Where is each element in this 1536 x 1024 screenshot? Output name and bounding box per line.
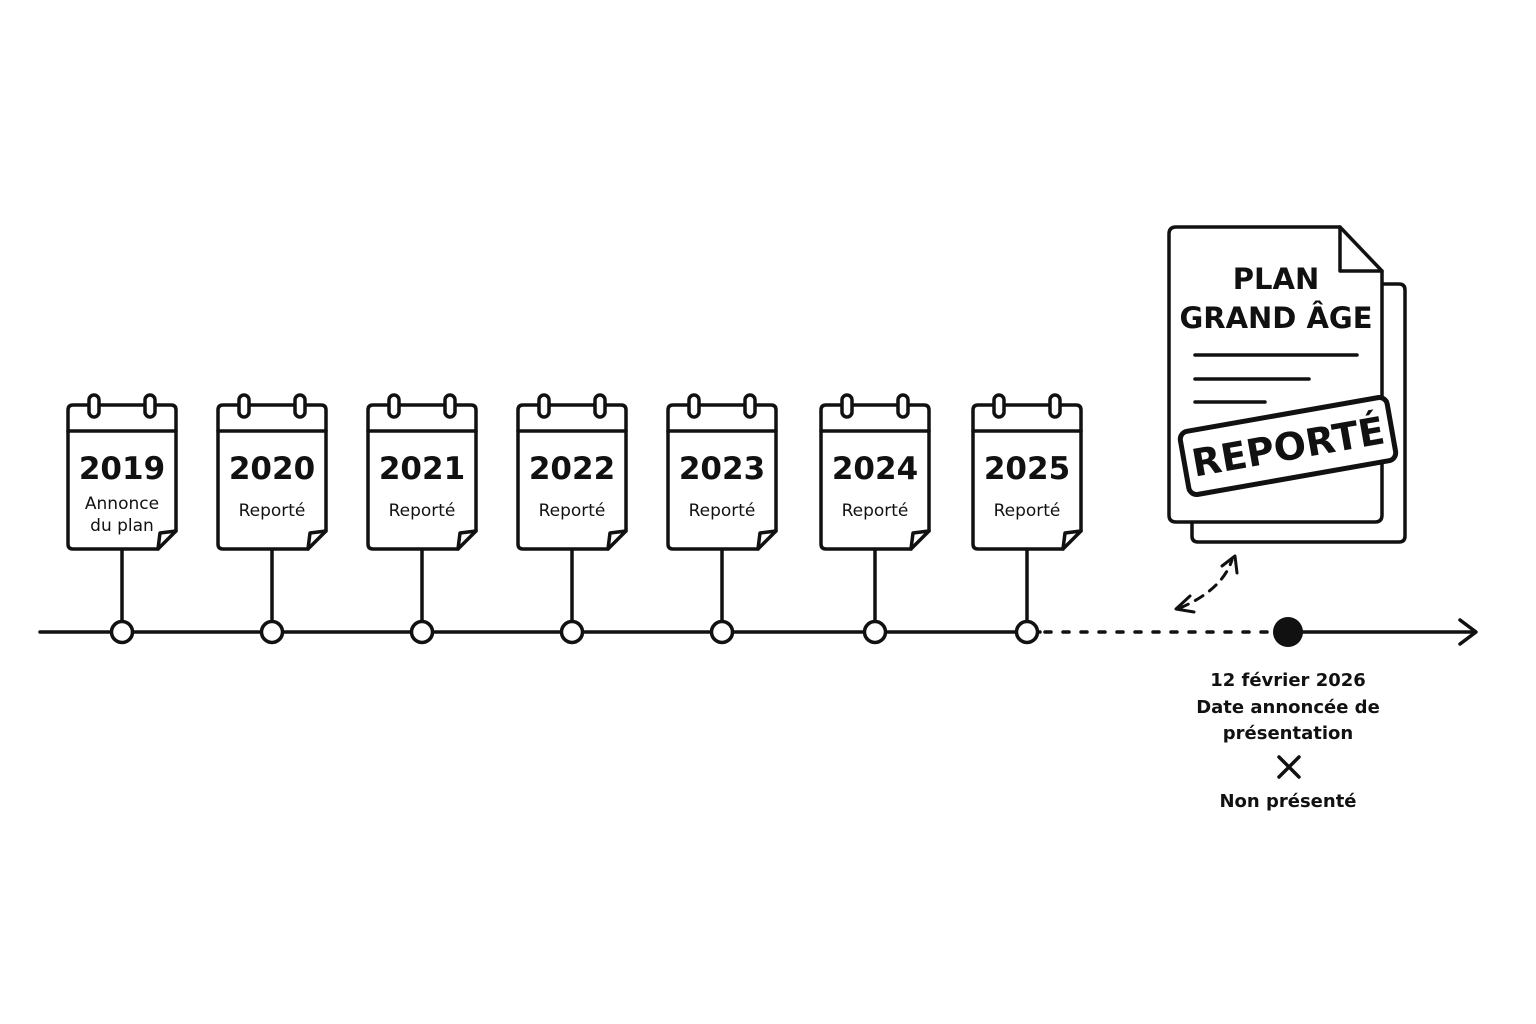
calendar-year: 2019 — [79, 451, 165, 487]
binder-ring-icon — [992, 393, 1006, 419]
timeline-node — [709, 619, 735, 645]
binder-ring-icon — [237, 393, 251, 419]
timeline-node — [409, 619, 435, 645]
calendar-status: Reporté — [842, 501, 909, 521]
calendar-status: du plan — [90, 516, 154, 536]
binder-ring-icon — [537, 393, 551, 419]
stamp-border — [1177, 395, 1399, 497]
page-curl-icon — [1061, 529, 1083, 551]
future-event-outcome: Non présenté — [1219, 791, 1356, 812]
binder-ring-icon — [593, 393, 607, 419]
calendar-year: 2022 — [529, 451, 615, 487]
calendar-icon — [66, 403, 178, 551]
binder-ring-icon — [293, 393, 307, 419]
calendar-icon — [366, 403, 478, 551]
cross-icon — [1277, 755, 1301, 779]
page-curl-icon — [306, 529, 328, 551]
timeline-node — [862, 619, 888, 645]
binder-ring-icon — [443, 393, 457, 419]
calendar-icon — [666, 403, 778, 551]
calendar-year: 2020 — [229, 451, 315, 487]
future-event-date: 12 février 2026 — [1210, 670, 1366, 691]
calendar-status: Reporté — [389, 501, 456, 521]
page-curl-icon — [456, 529, 478, 551]
future-event-dot — [1273, 617, 1303, 647]
arrow-head-icon — [1458, 618, 1478, 646]
binder-ring-icon — [387, 393, 401, 419]
binder-ring-icon — [896, 393, 910, 419]
calendar-year: 2024 — [832, 451, 918, 487]
binder-ring-icon — [143, 393, 157, 419]
calendar-icon — [216, 403, 328, 551]
calendar-year: 2023 — [679, 451, 765, 487]
timeline-node — [109, 619, 135, 645]
future-event-label-line1: Date annoncée de — [1196, 697, 1380, 718]
document-title-line1: PLAN — [1233, 262, 1319, 296]
calendar-status: Reporté — [994, 501, 1061, 521]
timeline-node — [1014, 619, 1040, 645]
timeline-node — [259, 619, 285, 645]
page-curl-icon — [606, 529, 628, 551]
page-curl-icon — [909, 529, 931, 551]
calendar-status: Annonce — [85, 494, 159, 514]
document-fold-icon — [1338, 225, 1384, 273]
binder-ring-icon — [87, 393, 101, 419]
calendar-icon — [971, 403, 1083, 551]
binder-ring-icon — [1048, 393, 1062, 419]
plan-document: PLAN GRAND ÂGE REPORTÉ — [1167, 225, 1407, 544]
dashed-double-arrow-icon — [1174, 554, 1239, 614]
timeline-node — [559, 619, 585, 645]
calendar-year: 2021 — [379, 451, 465, 487]
calendar-status: Reporté — [539, 501, 606, 521]
calendar-status: Reporté — [689, 501, 756, 521]
future-event-label-line2: présentation — [1223, 723, 1353, 744]
page-curl-icon — [756, 529, 778, 551]
binder-ring-icon — [687, 393, 701, 419]
binder-ring-icon — [840, 393, 854, 419]
document-title-line2: GRAND ÂGE — [1179, 301, 1372, 335]
binder-ring-icon — [743, 393, 757, 419]
calendar-icon — [516, 403, 628, 551]
calendar-status: Reporté — [239, 501, 306, 521]
calendar-year: 2025 — [984, 451, 1070, 487]
calendar-icon — [819, 403, 931, 551]
page-curl-icon — [156, 529, 178, 551]
